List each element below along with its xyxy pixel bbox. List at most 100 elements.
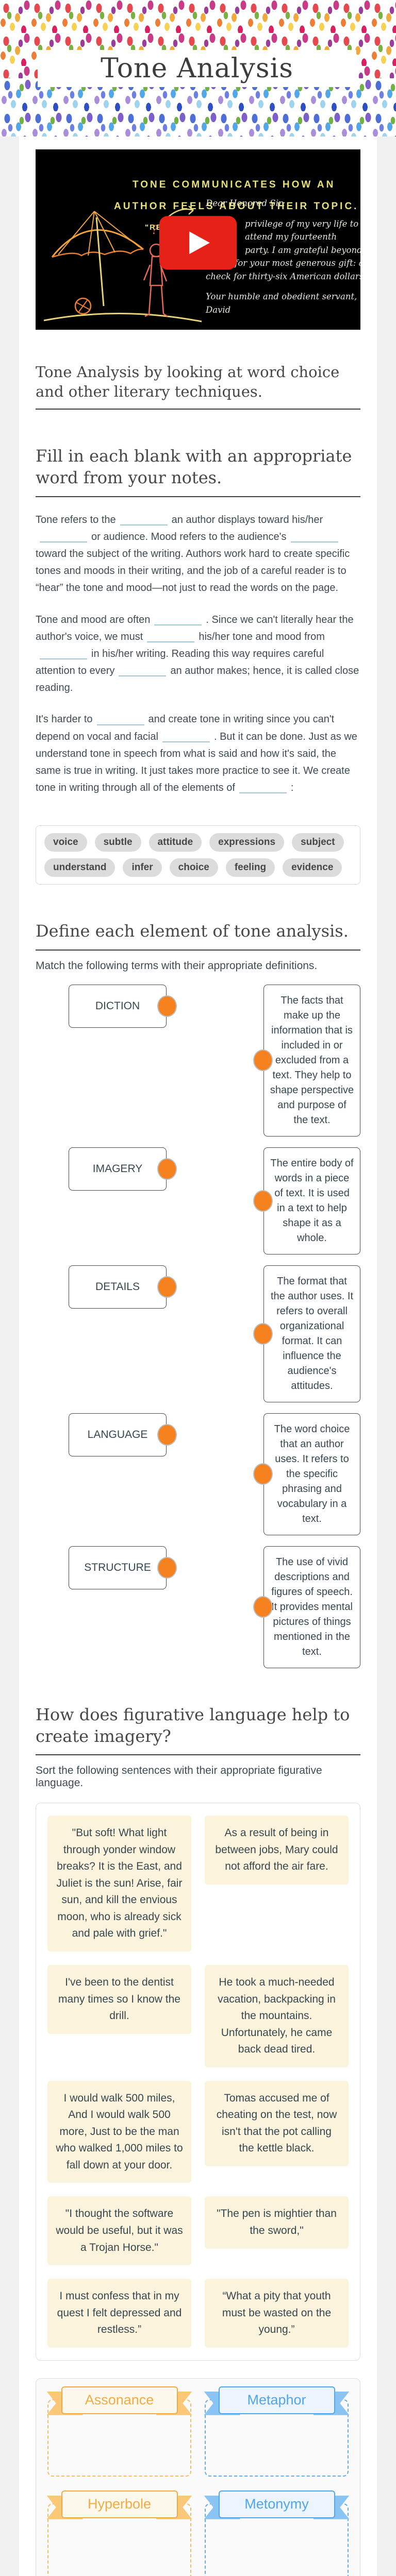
sort-instruction: Sort the following sentences with their … [36,1765,322,1789]
definition-text: The facts that make up the information t… [270,994,354,1126]
word-chip[interactable]: evidence [283,858,342,877]
bin-label: Assonance [61,2386,178,2414]
word-chip[interactable]: expressions [209,833,285,852]
match-term-imagery: IMAGERY [69,1147,177,1191]
sort-card[interactable]: As a result of being in between jobs, Ma… [205,1816,349,1885]
blank-input[interactable] [96,715,144,725]
match-definition: The entire body of words in a piece of t… [253,1147,360,1255]
sort-card[interactable]: "I thought the software would be useful,… [47,2196,191,2266]
word-chip[interactable]: understand [44,858,116,877]
blank-input[interactable] [162,732,210,742]
match-connector-dot[interactable] [253,1323,273,1345]
blank-input[interactable] [119,666,167,677]
bin-ribbon: Hyperbole [46,2490,192,2519]
video-letter-text: Dear Honored Sir: privilege of my very l… [206,197,360,317]
match-term-structure: STRUCTURE [69,1546,177,1589]
bin-label: Metonymy [218,2490,335,2518]
paragraph-text: an author makes; hence, it is called clo… [36,665,359,694]
blank-input[interactable] [40,532,87,543]
sort-card[interactable]: I would walk 500 miles, And I would walk… [47,2080,191,2183]
word-chip[interactable]: voice [44,833,87,852]
paragraph-text: : [290,782,294,794]
paragraph-text: an author displays toward his/her [171,514,323,526]
blank-input[interactable] [290,532,338,543]
section-title: Fill in each blank with an appropriate w… [36,446,352,487]
word-chip[interactable]: choice [169,858,218,877]
letter-line: check for thirty-six American dollars. [206,271,360,281]
blank-input[interactable] [239,783,287,794]
paragraph-text: . But it can be done. Just as we underst… [36,731,357,794]
match-connector-dot[interactable] [157,1556,177,1579]
match-connector-dot[interactable] [157,1423,177,1446]
video-chalk-text-line1: TONE COMMUNICATES HOW AN [133,179,336,190]
svg-text:?: ? [151,222,158,237]
sort-card[interactable]: "The pen is mightier than the sword," [205,2196,349,2249]
match-connector-dot[interactable] [157,1276,177,1298]
bin-ribbon: Metonymy [204,2490,350,2519]
sort-card[interactable]: He took a much-needed vacation, backpack… [205,1964,349,2067]
word-chip[interactable]: attitude [148,833,202,852]
sort-card[interactable]: Tomas accused me of cheating on the test… [205,2080,349,2166]
section-figurative-sort: How does figurative language help to cre… [36,1704,360,2576]
match-connector-dot[interactable] [253,1463,273,1485]
definition-text: The use of vivid descriptions and figure… [271,1556,353,1657]
sort-bin-assonance[interactable]: Assonance [46,2386,192,2477]
letter-line: attend my fourteenth [245,232,337,242]
sort-bin-metonymy[interactable]: Metonymy [204,2490,350,2576]
letter-line: Your humble and obedient servant, [206,292,357,302]
sort-card[interactable]: “What a pity that youth must be wasted o… [205,2279,349,2348]
section-divider [36,1754,360,1756]
section-title: Define each element of tone analysis. [36,921,349,941]
definition-text: The word choice that an author uses. It … [274,1423,350,1524]
blank-input[interactable] [154,615,202,625]
word-chip[interactable]: feeling [225,858,275,877]
match-row: LANGUAGE The word choice that an author … [36,1413,360,1535]
paragraph-text: Tone refers to the [36,514,116,526]
play-icon [189,231,210,255]
paragraph-text: Tone and mood are often [36,614,151,625]
bin-ribbon: Assonance [46,2386,192,2415]
word-chip[interactable]: subject [292,833,344,852]
term-label: STRUCTURE [84,1561,151,1573]
sort-bin-hyperbole[interactable]: Hyperbole [46,2490,192,2576]
watercolor-dabs-cool [0,78,396,137]
paragraph-text: toward the subject of the writing. Autho… [36,548,350,594]
sort-card[interactable]: "But soft! What light through yonder win… [47,1816,191,1952]
term-label: IMAGERY [92,1162,143,1175]
sort-card[interactable]: I've been to the dentist many times so I… [47,1964,191,2034]
match-row: DETAILS The format that the author uses.… [36,1265,360,1402]
match-definition: The facts that make up the information t… [253,984,360,1137]
word-chip[interactable]: infer [123,858,162,877]
letter-line: party. I am grateful beyond [245,245,360,255]
bin-label: Metaphor [218,2386,335,2414]
match-connector-dot[interactable] [253,1190,273,1212]
blank-input[interactable] [120,515,168,526]
match-term-details: DETAILS [69,1265,177,1309]
word-chip[interactable]: subtle [94,833,141,852]
match-connector-dot[interactable] [253,1596,273,1618]
term-label: LANGUAGE [87,1428,148,1440]
youtube-play-button[interactable] [159,216,237,270]
section-title: Tone Analysis by looking at word choice … [36,363,340,400]
blank-input[interactable] [147,632,195,642]
fill-paragraph-2: Tone and mood are often. Since we can't … [36,612,360,697]
sort-bin-metaphor[interactable]: Metaphor [204,2386,350,2477]
section-divider [36,496,360,497]
match-connector-dot[interactable] [157,1158,177,1180]
youtube-video-player[interactable]: ? TONE COMMUNICATES HOW AN AUTHOR FEELS … [36,149,360,330]
blank-input[interactable] [40,649,87,660]
match-connector-dot[interactable] [157,995,177,1017]
term-label: DETAILS [95,1280,140,1293]
match-connector-dot[interactable] [253,1049,273,1072]
fill-paragraph-1: Tone refers to the an author displays tow… [36,512,360,597]
section-title: How does figurative language help to cre… [36,1704,350,1746]
header-banner: Tone Analysis [0,0,396,137]
definition-text: The entire body of words in a piece of t… [270,1157,354,1244]
matching-instruction: Match the following terms with their app… [36,959,318,972]
figurative-sort-bins: Assonance Metaphor Hyperbole Metonymy Pu… [36,2378,360,2576]
sort-card[interactable]: I must confess that in my quest I felt d… [47,2279,191,2348]
video-chalk-text-line2: AUTHOR FEELS ABOUT THEIR TOPIC. [114,201,359,212]
match-row: DICTION The facts that make up the infor… [36,984,360,1137]
